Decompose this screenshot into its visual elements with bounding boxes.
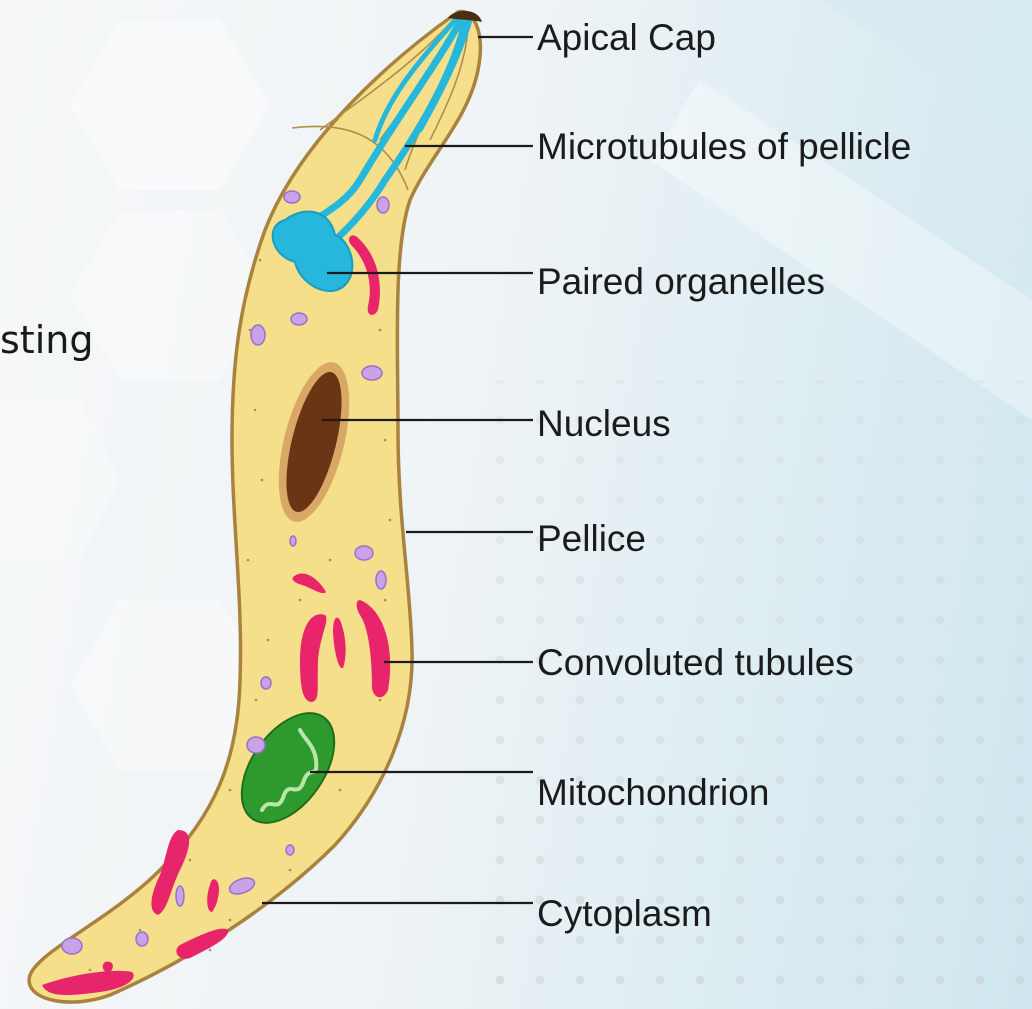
label-paired-organelles: Paired organelles [537,261,825,302]
label-nucleus: Nucleus [537,403,671,444]
label-mitochondrion: Mitochondrion [537,772,769,813]
label-convoluted-tubules: Convoluted tubules [537,642,854,683]
label-cytoplasm: Cytoplasm [537,893,712,934]
slide-partial-text: sting [0,318,93,362]
label-pellice: Pellice [537,518,646,559]
label-microtubules: Microtubules of pellicle [537,126,911,167]
label-apical-cap: Apical Cap [537,17,716,58]
